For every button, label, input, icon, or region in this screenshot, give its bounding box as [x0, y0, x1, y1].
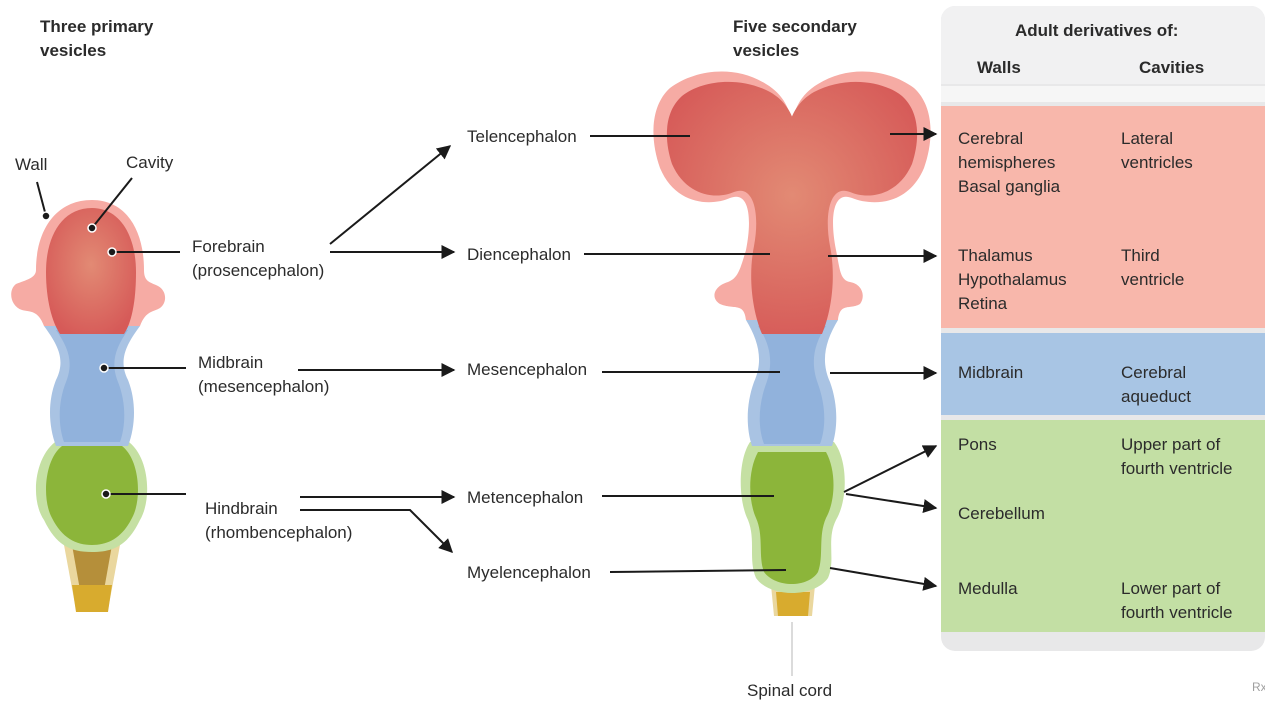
secondary-vesicles-heading: Five secondary vesicles	[733, 15, 857, 63]
spinal-cord-label: Spinal cord	[747, 679, 832, 703]
telencephalon-walls-cell: Cerebral hemispheres Basal ganglia	[958, 127, 1060, 199]
diencephalon-cavities-cell: Third ventricle	[1121, 244, 1184, 292]
medulla-cavities-cell: Lower part of fourth ventricle	[1121, 577, 1233, 625]
wall-label: Wall	[15, 153, 47, 177]
cavity-pointer-dot	[88, 224, 96, 232]
secondary-midbrain-cavity	[758, 326, 826, 444]
mesencephalon-cavities-cell: Cerebral aqueduct	[1121, 361, 1191, 409]
mesencephalon-label: Mesencephalon	[467, 358, 587, 382]
publisher-watermark: Rx	[1252, 680, 1265, 694]
primary-midbrain-cavity	[56, 330, 128, 442]
cavities-column-header: Cavities	[1139, 56, 1204, 80]
arrow-forebrain-telencephalon	[330, 146, 450, 244]
wall-pointer	[37, 182, 46, 216]
arrow-metencephalon-cerebellum	[846, 494, 936, 508]
primary-hindbrain-cavity	[46, 446, 138, 545]
diencephalon-label: Diencephalon	[467, 243, 571, 267]
walls-column-header: Walls	[977, 56, 1021, 80]
wall-pointer-dot	[42, 212, 50, 220]
derivative-arrows	[828, 134, 936, 586]
cavity-label: Cavity	[126, 151, 173, 175]
myelencephalon-label: Myelencephalon	[467, 561, 591, 585]
vesicle-arrows	[298, 146, 454, 552]
mesencephalon-walls-cell: Midbrain	[958, 361, 1023, 385]
pons-cavities-cell: Upper part of fourth ventricle	[1121, 433, 1233, 481]
arrow-myelencephalon-medulla	[830, 568, 936, 586]
forebrain-label: Forebrain (prosencephalon)	[192, 235, 324, 283]
primary-cord-end	[72, 585, 112, 612]
telencephalon-cavities-cell: Lateral ventricles	[1121, 127, 1193, 175]
secondary-cord-end	[776, 592, 810, 616]
cerebellum-walls-cell: Cerebellum	[958, 502, 1045, 526]
primary-vesicle-tube	[11, 200, 165, 612]
telencephalon-label: Telencephalon	[467, 125, 577, 149]
pons-walls-cell: Pons	[958, 433, 997, 457]
medulla-walls-cell: Medulla	[958, 577, 1018, 601]
secondary-forebrain-cavity	[667, 82, 917, 334]
derivatives-heading: Adult derivatives of:	[1015, 19, 1178, 43]
metencephalon-label: Metencephalon	[467, 486, 583, 510]
midbrain-label: Midbrain (mesencephalon)	[198, 351, 329, 399]
hindbrain-label: Hindbrain (rhombencephalon)	[205, 497, 352, 545]
diencephalon-walls-cell: Thalamus Hypothalamus Retina	[958, 244, 1067, 316]
arrow-metencephalon-pons	[844, 446, 936, 492]
primary-vesicles-heading: Three primary vesicles	[40, 15, 153, 63]
